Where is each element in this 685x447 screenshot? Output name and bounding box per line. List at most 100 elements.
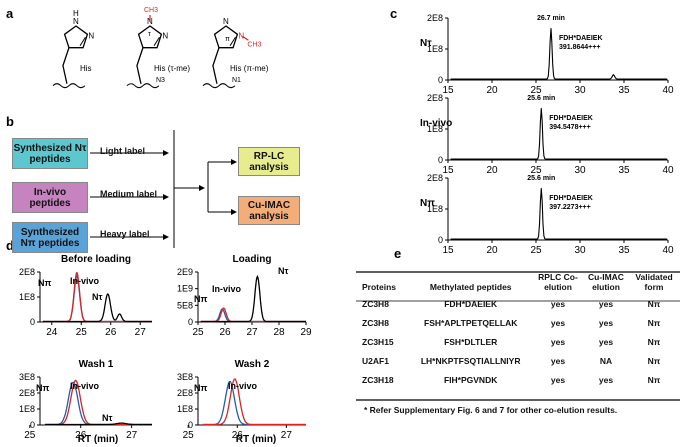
header-peptides: Methylated peptides — [429, 282, 512, 292]
c-xtick-label: 25 — [530, 245, 542, 256]
panel-label-d: d — [6, 238, 14, 253]
d-ytick-label: 5E8 — [177, 300, 193, 310]
table-cell: yes — [598, 336, 614, 347]
d-peak-label-0-0: Nπ — [38, 278, 51, 288]
d-ytick-label: 3E8 — [19, 372, 35, 382]
double-bond-1 — [153, 37, 160, 46]
panel-label-a: a — [6, 6, 14, 21]
d-xtick-label: 27 — [126, 430, 138, 441]
d-peak-label-2-1: In-vivo — [70, 381, 100, 391]
d-ytick-label: 0 — [30, 317, 35, 327]
header-proteins: Proteins — [362, 282, 397, 292]
tau-symbol: τ — [148, 31, 151, 38]
d-ytick-label: 2E8 — [19, 388, 35, 398]
arrow-label-light: Light label — [100, 146, 145, 156]
c-annot-peptide-0: FDH*DAEIEK — [559, 35, 603, 42]
box-synth-npi: Synthesized Nπ peptides — [12, 222, 88, 253]
table-footnote: * Refer Supplementary Fig. 6 and 7 for o… — [364, 405, 618, 415]
table-cell: LH*NKPTFSQTIALLNIYR — [420, 355, 521, 366]
d-peak-label-2-0: Nπ — [36, 383, 49, 393]
table-cell: NA — [599, 355, 613, 366]
header-rplc: RPLC Co-elution — [538, 272, 578, 292]
d-xtick-label: 28 — [273, 327, 285, 338]
c-xtick-label: 25 — [530, 165, 542, 176]
d-ytick-label: 3E8 — [177, 372, 193, 382]
c-ytick-label: 0 — [438, 235, 443, 245]
table-cell: FSH*DLTLER — [444, 336, 498, 347]
table-cell: Nπ — [647, 317, 661, 328]
methyl-bond-2 — [242, 35, 249, 41]
d-ytick-label: 1E8 — [19, 404, 35, 414]
d-trace-2-2 — [45, 422, 152, 426]
d-ytick-label: 2E8 — [19, 267, 35, 277]
molecule-label-2: His (π-me) — [230, 64, 269, 73]
c-xtick-label: 20 — [486, 245, 498, 256]
table-cell: ZC3H18 — [362, 374, 394, 385]
table-cell: Nπ — [647, 374, 661, 385]
backbone-squiggle-0 — [52, 83, 86, 89]
d-xtick-label: 27 — [281, 430, 293, 441]
box-synth-ntau: Synthesized Nτ peptides — [12, 138, 88, 169]
table-header-row: Proteins Methylated peptides RPLC Co-elu… — [356, 270, 678, 294]
c-xtick-label: 40 — [662, 245, 674, 256]
table-cell: ZC3H8 — [362, 298, 389, 309]
d-xtick-label: 25 — [76, 327, 88, 338]
c-xtick-label: 35 — [618, 165, 630, 176]
d-title-2: Wash 1 — [79, 359, 114, 370]
c-peak-label-2: 25.6 min — [527, 175, 555, 182]
c-xtick-label: 15 — [442, 245, 454, 256]
c-ytick-label: 1E8 — [427, 204, 443, 214]
d-ytick-label: 1E8 — [19, 292, 35, 302]
c-xtick-label: 15 — [442, 85, 454, 96]
atom-n-top-2: N — [223, 17, 229, 26]
table-cell: yes — [550, 317, 566, 328]
c-xtick-label: 35 — [618, 245, 630, 256]
d-xtick-label: 26 — [105, 327, 117, 338]
table-cell: ZC3H15 — [362, 336, 394, 347]
d-trace-3-1 — [202, 378, 306, 426]
imidazole-ring-0 — [63, 25, 89, 49]
d-ytick-label: 2E8 — [177, 388, 193, 398]
c-trace-0 — [450, 28, 668, 80]
c-xtick-label: 20 — [486, 165, 498, 176]
d-peak-label-3-1: In-vivo — [228, 381, 258, 391]
c-xtick-label: 40 — [662, 165, 674, 176]
pi-symbol: π — [225, 36, 230, 43]
c-xtick-label: 30 — [574, 165, 586, 176]
d-peak-label-0-2: Nτ — [92, 292, 103, 302]
validation-table: Proteins Methylated peptides RPLC Co-elu… — [356, 270, 678, 389]
box-rplc-label: RP-LC analysis — [249, 150, 289, 173]
d-peak-label-3-0: Nπ — [194, 383, 207, 393]
table-cell: yes — [598, 317, 614, 328]
d-ytick-label: 2E9 — [177, 267, 193, 277]
molecule-sublabel-2: N1 — [232, 77, 241, 84]
table-cell: yes — [598, 298, 614, 309]
table-cell: Nπ — [647, 298, 661, 309]
c-ytick-label: 2E8 — [427, 173, 443, 183]
table-cell: Nπ — [647, 336, 661, 347]
atom-h: H — [73, 9, 79, 18]
header-cuimac: Cu-IMAC elution — [588, 272, 624, 292]
arrow-label-medium: Medium label — [100, 189, 158, 199]
d-peak-label-1-2: Nτ — [278, 266, 289, 276]
panel-label-b: b — [6, 114, 14, 129]
panel-b-workflow-arrows — [90, 130, 237, 248]
table-cell: U2AF1 — [362, 355, 389, 366]
panel-label-c: c — [390, 6, 397, 21]
box-synth-ntau-label: Synthesized Nτ peptides — [13, 142, 87, 165]
box-invivo-label: In-vivo peptides — [29, 186, 71, 209]
c-ytick-label: 1E8 — [427, 124, 443, 134]
c-trace-1 — [450, 108, 668, 160]
table-cell: yes — [550, 298, 566, 309]
table-cell: ZC3H8 — [362, 317, 389, 328]
c-trace-2 — [450, 188, 668, 240]
d-xtick-label: 26 — [219, 327, 231, 338]
